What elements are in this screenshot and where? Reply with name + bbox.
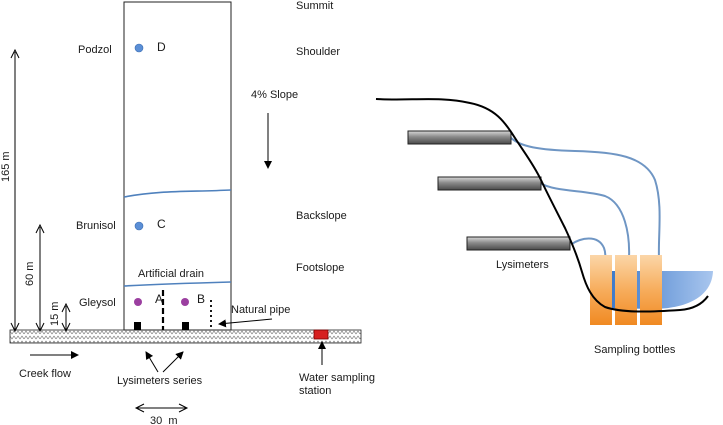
lysimeter-series-arrow-left xyxy=(145,351,159,373)
lysimeter-setup-panel: Lysimeters Sampling bottles xyxy=(375,98,713,356)
label-lysimeters: Lysimeters xyxy=(496,259,549,271)
dimension-15m-arrowhead-top xyxy=(61,302,71,313)
label-podzol: Podzol xyxy=(78,44,112,56)
label-slope: 4% Slope xyxy=(251,89,298,101)
dimension-60m-arrowhead-top xyxy=(35,223,45,234)
sampling-bottle-1 xyxy=(590,255,612,325)
dimension-165m-arrowhead-bottom xyxy=(10,322,20,333)
tube-middle xyxy=(539,182,631,259)
ground-strip xyxy=(9,329,362,344)
dimension-15m-arrowhead-bottom xyxy=(61,322,71,333)
lysimeter-series-arrow-right xyxy=(162,351,184,373)
lysimeter-bar-bottom xyxy=(466,236,571,251)
site-gleysol-right-marker xyxy=(181,298,189,306)
label-site-d: D xyxy=(157,40,166,54)
label-brunisol: Brunisol xyxy=(76,220,116,232)
dimension-30m-arrowhead-right xyxy=(178,403,189,413)
label-15m: 15 m xyxy=(49,302,61,326)
label-sampling-bottles: Sampling bottles xyxy=(594,344,676,356)
label-gleysol: Gleysol xyxy=(79,297,116,309)
label-site-c: C xyxy=(157,217,166,231)
hillslope-panel: Summit Shoulder 4% Slope Backslope Foots… xyxy=(0,0,375,425)
site-d-marker xyxy=(134,43,144,53)
water-sampling-station-marker xyxy=(313,329,329,340)
dimension-60m-arrowhead-bottom xyxy=(35,322,45,333)
label-water-sampling: Water sampling xyxy=(299,372,375,384)
sampling-bottle-2 xyxy=(615,255,637,325)
dimension-165m-arrowhead-top xyxy=(10,48,20,59)
label-artificial-drain: Artificial drain xyxy=(138,268,204,280)
label-summit: Summit xyxy=(296,0,333,12)
label-natural-pipe: Natural pipe xyxy=(231,304,290,316)
brunisol-gleysol-boundary xyxy=(123,281,232,287)
site-gleysol-left-marker xyxy=(134,298,142,306)
lysimeter-block-a xyxy=(134,322,141,330)
ground-surface-line xyxy=(375,98,709,313)
lysimeter-bar-middle xyxy=(437,176,542,191)
label-creek-flow: Creek flow xyxy=(19,368,71,380)
dimension-30m-arrowhead-left xyxy=(134,403,145,413)
label-site-b: B xyxy=(197,292,205,306)
natural-pipe-arrow xyxy=(218,318,273,328)
sampling-bottle-3 xyxy=(640,255,662,325)
lysimeter-block-b xyxy=(182,322,189,330)
label-backslope: Backslope xyxy=(296,210,347,222)
tube-top xyxy=(509,136,661,259)
label-water-sampling-station: station xyxy=(299,385,331,397)
label-shoulder: Shoulder xyxy=(296,46,340,58)
label-site-a: A xyxy=(155,292,163,306)
label-165m: 165 m xyxy=(0,151,12,182)
label-footslope: Footslope xyxy=(296,262,344,274)
site-c-marker xyxy=(134,221,144,231)
lysimeter-bar-top xyxy=(407,130,512,145)
podzol-brunisol-boundary xyxy=(123,189,232,198)
label-30m: 30 m xyxy=(150,415,178,425)
label-60m: 60 m xyxy=(24,262,36,286)
label-lysimeters-series: Lysimeters series xyxy=(117,375,203,387)
